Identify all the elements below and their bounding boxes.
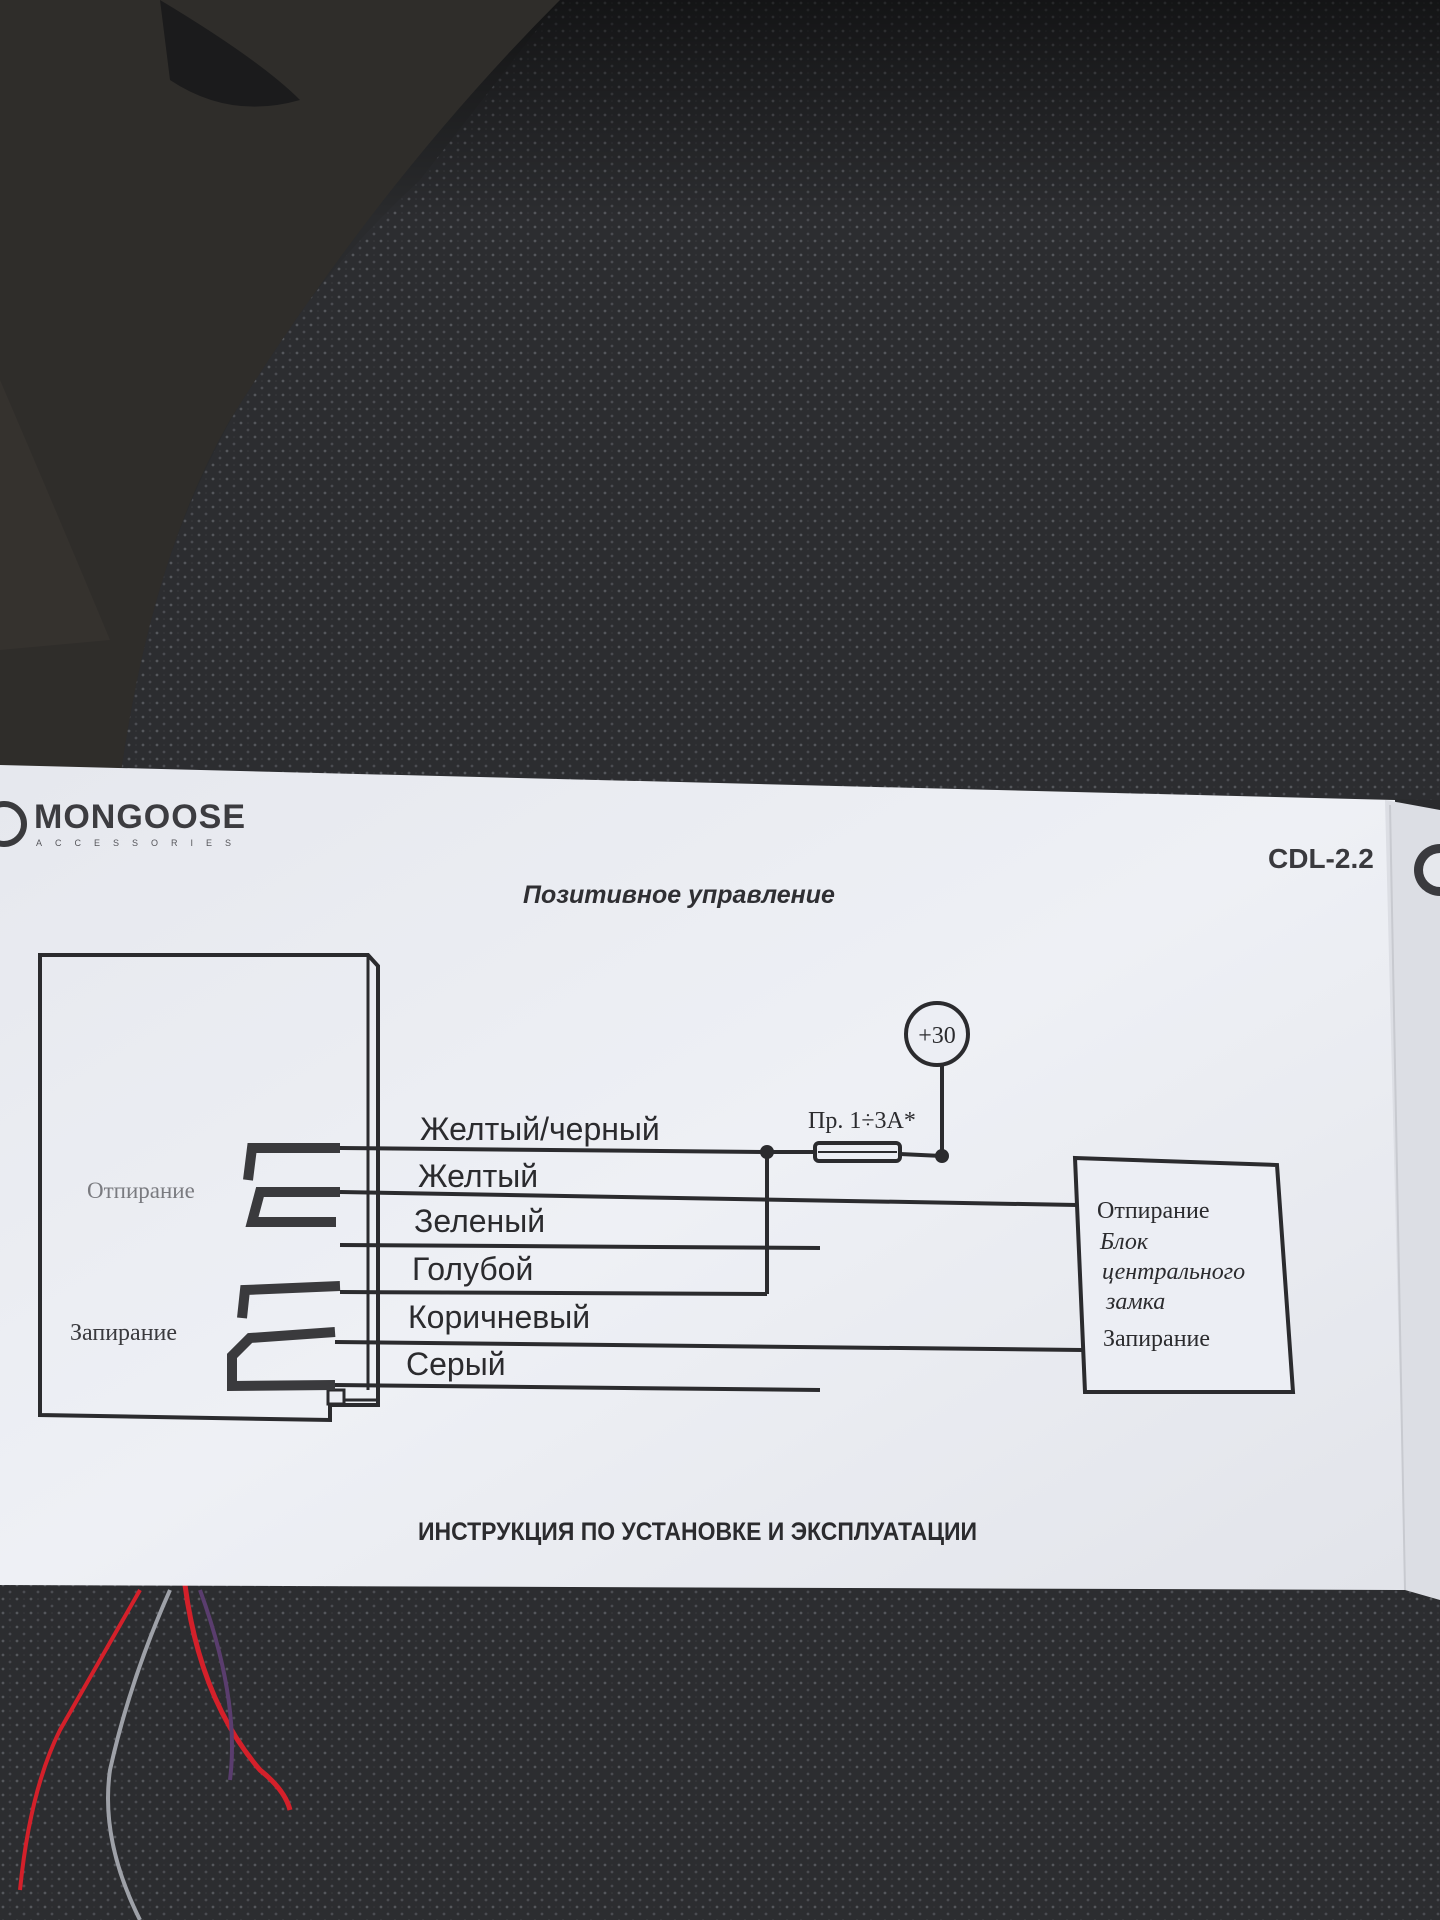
label-yellow-black: Желтый/черный — [420, 1111, 660, 1147]
wire-fuse-to-node — [899, 1152, 943, 1158]
module-lock-label: Запирание — [70, 1320, 177, 1346]
lock-unit-unlock-label: Отпирание — [1097, 1198, 1210, 1224]
wire-brown — [334, 1340, 1083, 1352]
wire-blue — [339, 1290, 768, 1296]
controller-module — [38, 953, 380, 1423]
module-unlock-label: Отпирание — [87, 1178, 195, 1203]
booklet-footer: ИНСТРУКЦИЯ ПО УСТАНОВКЕ И ЭКСПЛУАТАЦИИ — [418, 1518, 977, 1546]
wire-gray — [334, 1383, 821, 1392]
fuse-symbol — [813, 1141, 902, 1163]
junction-nodes — [760, 1145, 949, 1163]
model-code: CDL-2.2 — [1268, 843, 1374, 874]
brand-name: MONGOOSE — [34, 798, 246, 836]
relay-contacts — [227, 1143, 341, 1392]
page-edge-logo — [1414, 844, 1440, 896]
wire-yellow-black — [339, 1146, 768, 1154]
wire-labels: Желтый/черный Желтый Зеленый Голубой Кор… — [406, 1111, 660, 1382]
wire-yellow — [339, 1190, 1078, 1207]
instruction-booklet: MONGOOSE ACCESSORIES CDL-2.2 Позитивное … — [0, 765, 1440, 1600]
lock-unit-lock-label: Запирание — [1103, 1326, 1210, 1352]
wire-green — [339, 1243, 821, 1250]
brand-sub: ACCESSORIES — [36, 838, 244, 848]
label-green: Зеленый — [414, 1203, 545, 1239]
junction-node — [760, 1145, 774, 1159]
lock-unit-name-line2: центрального — [1102, 1259, 1245, 1285]
label-brown: Коричневый — [408, 1299, 590, 1335]
lock-unit-name-line1: Блок — [1099, 1229, 1149, 1255]
wiring — [334, 1064, 1083, 1392]
power-label: +30 — [918, 1023, 956, 1049]
label-gray: Серый — [406, 1346, 506, 1382]
label-yellow: Желтый — [418, 1158, 538, 1194]
central-lock-unit: Отпирание Блок центрального замка Запира… — [1072, 1155, 1296, 1394]
power-terminal: +30 — [904, 1001, 970, 1067]
diagram-title: Позитивное управление — [523, 881, 835, 909]
fuse-label: Пр. 1÷3А* — [808, 1108, 916, 1134]
junction-node — [935, 1149, 949, 1163]
loose-wires — [18, 1584, 293, 1920]
mongoose-logo: MONGOOSE ACCESSORIES — [0, 798, 246, 848]
label-blue: Голубой — [412, 1251, 533, 1287]
lock-unit-name-line3: замка — [1105, 1289, 1165, 1315]
